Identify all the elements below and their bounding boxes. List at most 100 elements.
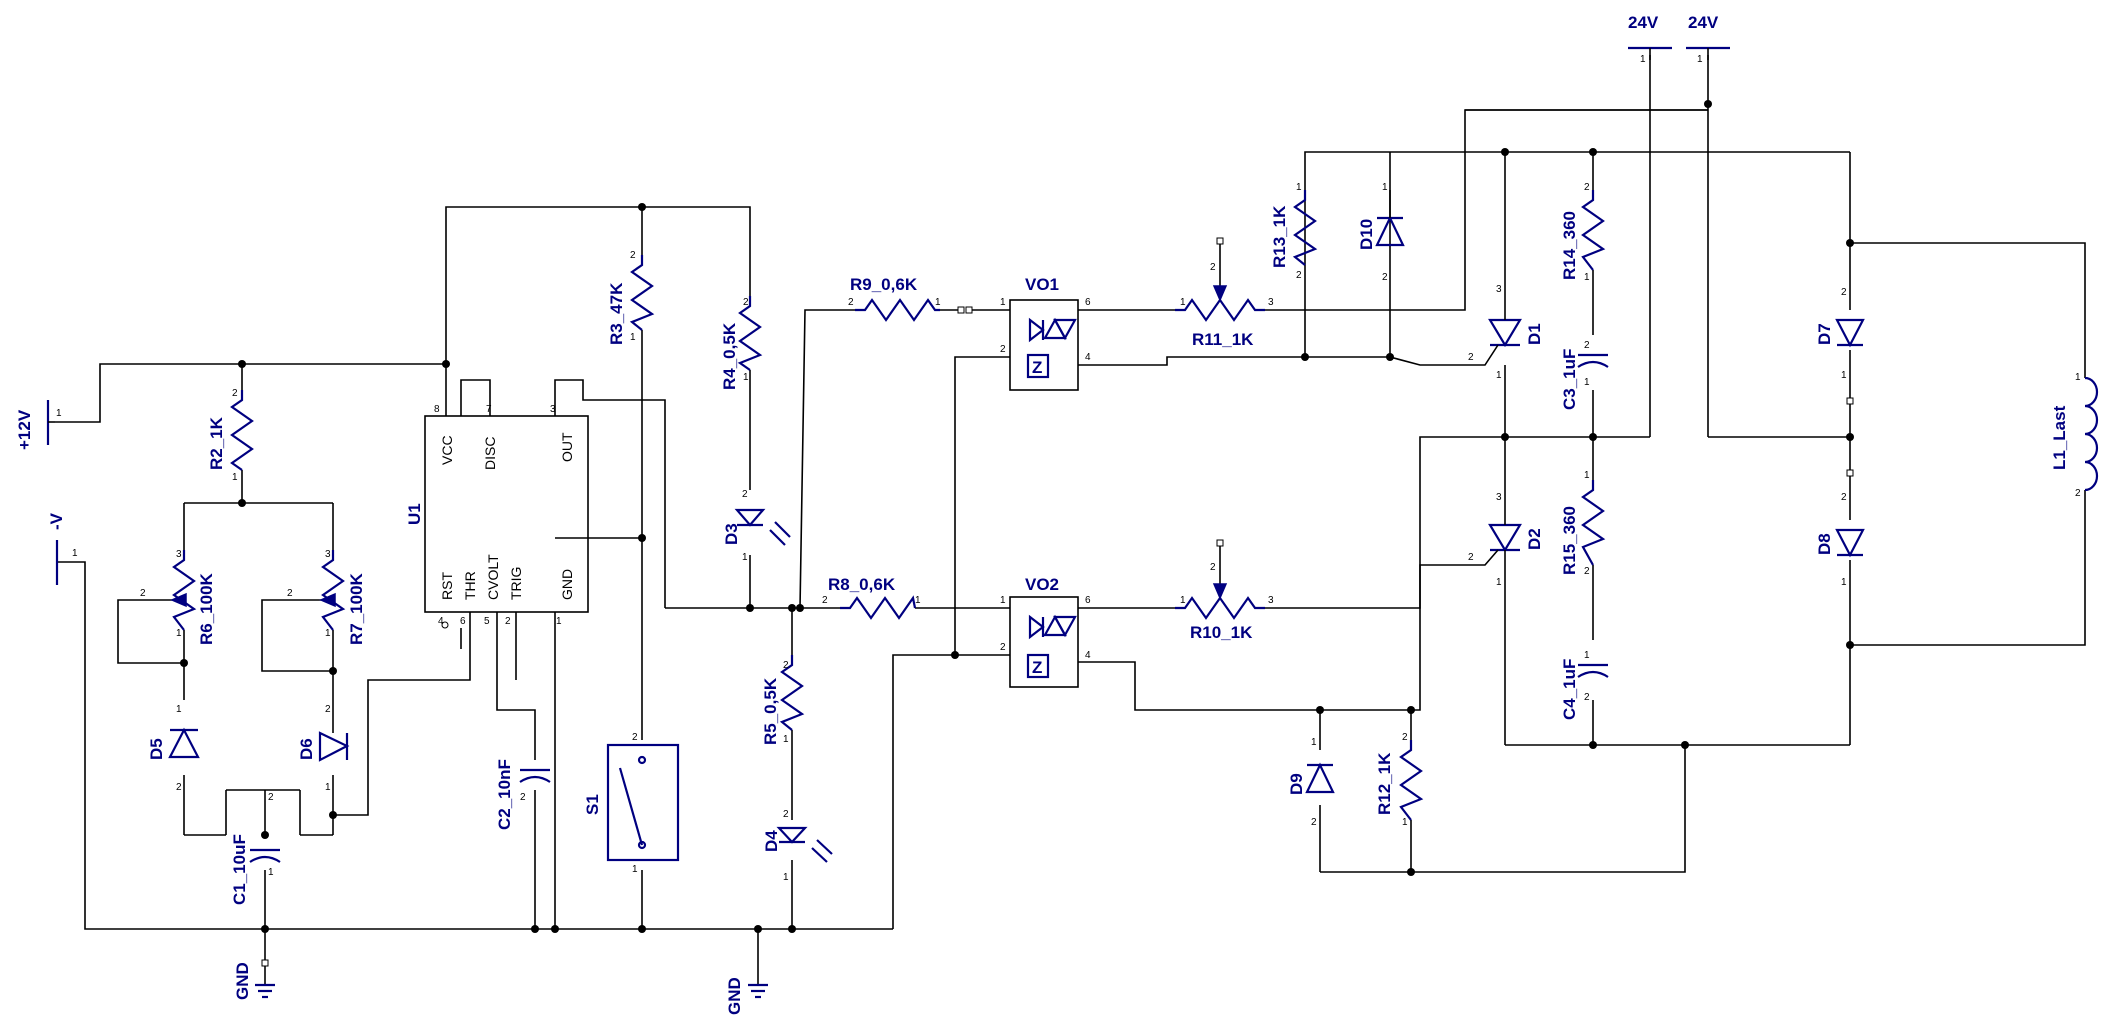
svg-text:1: 1 <box>1000 595 1006 606</box>
svg-text:1: 1 <box>1841 370 1847 381</box>
switch-s1: 21 S1 <box>583 732 680 875</box>
optocoupler-vo2: Z 1 2 6 4 VO2 <box>1000 575 1091 688</box>
diode-d4: 21 D4 <box>762 809 833 883</box>
svg-text:4: 4 <box>1085 650 1091 661</box>
svg-text:2: 2 <box>1468 552 1474 563</box>
svg-text:2: 2 <box>1468 352 1474 363</box>
svg-text:1: 1 <box>935 297 941 308</box>
svg-text:7: 7 <box>486 404 492 415</box>
r9-label: R9_0,6K <box>850 275 918 294</box>
u1-disc: DISC <box>482 437 498 470</box>
svg-text:2: 2 <box>630 250 636 261</box>
resistor-r13: 12 R13_1K <box>1270 182 1318 281</box>
svg-text:2: 2 <box>505 616 511 627</box>
resistor-r14: 21 R14_360 <box>1560 182 1606 283</box>
svg-text:1: 1 <box>1296 182 1302 193</box>
svg-text:3: 3 <box>1268 297 1274 308</box>
d1-label: D1 <box>1525 323 1544 345</box>
power-24v-a-label: 24V <box>1628 13 1659 32</box>
svg-text:1: 1 <box>783 734 789 745</box>
svg-text:1: 1 <box>915 595 921 606</box>
svg-text:2: 2 <box>1296 270 1302 281</box>
timer-u1: U1 VCC DISC OUT RST THR CVOLT TRIG GND 8… <box>405 404 589 629</box>
svg-text:2: 2 <box>783 809 789 820</box>
thyristor-d2: 3 1 2 D2 <box>1460 492 1544 588</box>
optocoupler-vo1: Z 12 64 VO1 <box>1000 275 1091 391</box>
power-24v-b: 1 24V <box>1686 13 1730 65</box>
svg-text:1: 1 <box>1496 577 1502 588</box>
svg-text:1: 1 <box>176 704 182 715</box>
svg-text:2: 2 <box>520 792 526 803</box>
c2-label: C2_10nF <box>495 759 514 830</box>
u1-ref: U1 <box>405 503 424 525</box>
vo1-z: Z <box>1032 358 1042 377</box>
potentiometer-r7: 312 R7_100K <box>287 549 366 645</box>
svg-text:6: 6 <box>1085 595 1091 606</box>
svg-text:2: 2 <box>1210 562 1216 573</box>
vo2-z: Z <box>1032 658 1042 677</box>
svg-text:2: 2 <box>1210 262 1216 273</box>
ground-mid: GND <box>725 965 768 1015</box>
svg-text:3: 3 <box>1496 284 1502 295</box>
svg-text:3: 3 <box>325 549 331 560</box>
d6-label: D6 <box>297 738 316 760</box>
diode-d8: 21 D8 <box>1815 469 1865 588</box>
svg-text:1: 1 <box>325 628 331 639</box>
svg-text:1: 1 <box>1640 54 1646 65</box>
diode-d10: 12 D10 <box>1357 182 1405 283</box>
capacitor-c1: 21 C1_10uF <box>230 792 281 905</box>
d8-label: D8 <box>1815 533 1834 555</box>
svg-text:1: 1 <box>1584 650 1590 661</box>
svg-text:5: 5 <box>484 616 490 627</box>
svg-text:1: 1 <box>1180 297 1186 308</box>
svg-text:2: 2 <box>1402 732 1408 743</box>
svg-text:1: 1 <box>1697 54 1703 65</box>
r11-label: R11_1K <box>1192 330 1254 349</box>
d9-label: D9 <box>1287 773 1306 795</box>
svg-text:3: 3 <box>1268 595 1274 606</box>
ground-left-label: GND <box>233 962 252 1000</box>
svg-text:2: 2 <box>1584 340 1590 351</box>
diode-d7: 21 D7 <box>1815 287 1865 405</box>
svg-text:8: 8 <box>434 404 440 415</box>
diode-d6: 21 D6 <box>297 700 350 793</box>
vo2-label: VO2 <box>1025 575 1059 594</box>
svg-text:1: 1 <box>783 872 789 883</box>
ground-left: GND <box>233 959 275 1000</box>
d2-label: D2 <box>1525 528 1544 550</box>
d3-label: D3 <box>722 523 741 545</box>
svg-text:2: 2 <box>1584 182 1590 193</box>
resistor-r15: 12 R15_360 <box>1560 470 1606 577</box>
junctions <box>180 100 1854 933</box>
svg-text:1: 1 <box>1584 272 1590 283</box>
u1-vcc: VCC <box>439 435 455 465</box>
power-12v-label: +12V <box>15 409 34 450</box>
s1-label: S1 <box>583 794 602 815</box>
svg-text:1: 1 <box>556 616 562 627</box>
c1-label: C1_10uF <box>230 834 249 905</box>
resistor-r3: 21 R3_47K <box>607 250 655 345</box>
svg-text:1: 1 <box>56 408 62 419</box>
resistor-r12: 21 R12_1K <box>1375 732 1424 828</box>
svg-text:1: 1 <box>268 867 274 878</box>
r4-label: R4_0,5K <box>720 322 739 390</box>
capacitor-c4: 12 C4_1uF <box>1560 650 1609 720</box>
potentiometer-r6: 312 R6_100K <box>140 549 216 645</box>
u1-rst: RST <box>439 572 455 600</box>
svg-text:1: 1 <box>632 864 638 875</box>
svg-text:2: 2 <box>176 782 182 793</box>
u1-cvolt: CVOLT <box>485 554 501 600</box>
resistor-r2: 21 R2_1K <box>207 388 254 483</box>
svg-text:1: 1 <box>1841 577 1847 588</box>
svg-text:1: 1 <box>1584 470 1590 481</box>
svg-text:3: 3 <box>1496 492 1502 503</box>
ground-mid-label: GND <box>725 977 744 1015</box>
r15-label: R15_360 <box>1560 506 1579 575</box>
power-24v-a: 1 24V <box>1628 13 1672 65</box>
svg-text:1: 1 <box>1180 595 1186 606</box>
svg-text:2: 2 <box>1000 642 1006 653</box>
power-neg-v-label: -V <box>47 512 66 530</box>
